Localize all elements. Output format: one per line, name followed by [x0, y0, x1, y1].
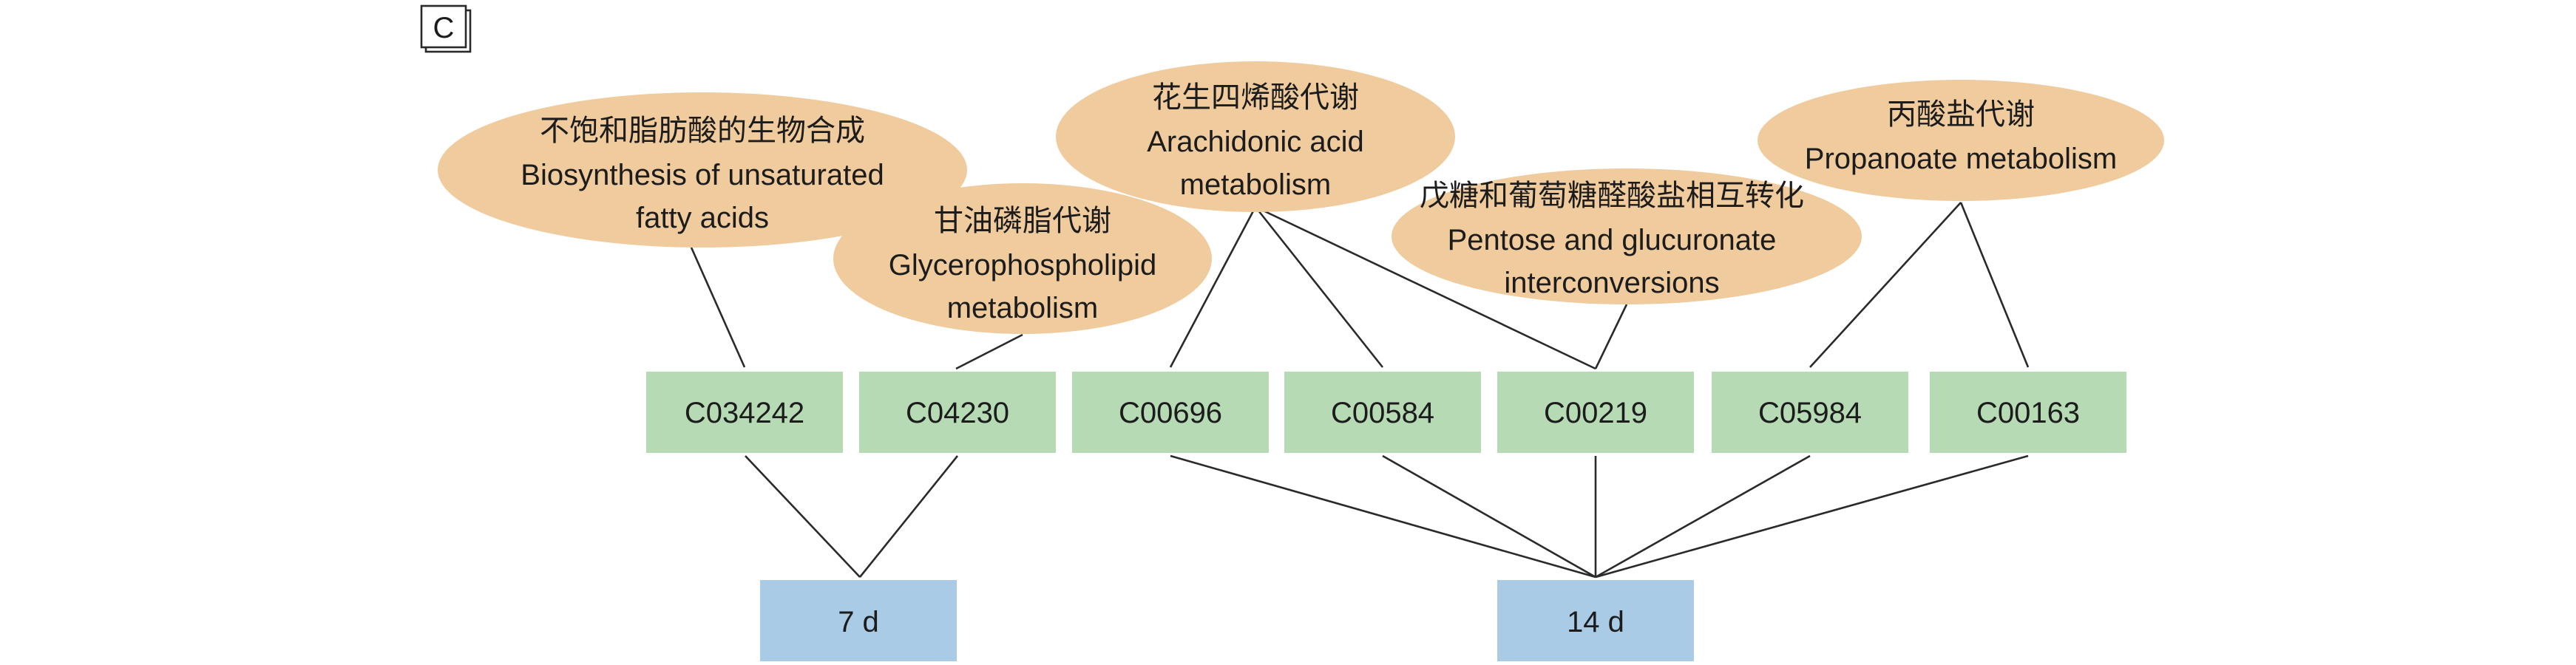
timepoint-box [1497, 580, 1694, 661]
pathway-en-line-2: metabolism [1180, 168, 1332, 201]
compound-c2: C04230 [859, 372, 1056, 453]
pathway-en-line-2: interconversions [1504, 267, 1719, 299]
pathway-zh-label: 花生四烯酸代谢 [1152, 81, 1359, 115]
compound-c7: C00163 [1930, 372, 2126, 453]
pathway-en-line-1: Arachidonic acid [1147, 126, 1364, 158]
timepoint-7d: 7 d [760, 580, 957, 661]
pathway-en-line-1: Biosynthesis of unsaturated [521, 159, 884, 191]
compound-c5: C00219 [1497, 372, 1694, 453]
timepoint-box [760, 580, 957, 661]
timepoint-label: 7 d [838, 606, 879, 638]
edge-c1-t1 [745, 455, 861, 578]
pathway-ellipse [438, 92, 967, 248]
compound-label: C00696 [1119, 397, 1222, 429]
pathway-compound-edges [690, 202, 2030, 370]
pathway-en-line-2: metabolism [947, 292, 1099, 324]
panel-label-text: C [433, 12, 455, 44]
compound-label: C00584 [1331, 397, 1434, 429]
compound-box [646, 372, 843, 453]
pathway-zh-label: 不饱和脂肪酸的生物合成 [540, 114, 865, 148]
pathway-ellipse [1392, 168, 1862, 304]
pathway-en-line-1: Pentose and glucuronate [1448, 224, 1777, 256]
compound-box [1712, 372, 1908, 453]
edge-c3-t2 [1170, 454, 1596, 579]
pathway-zh-label: 丙酸盐代谢 [1887, 98, 2035, 132]
edge-p3-c5 [1255, 205, 1596, 370]
panel-label: C [420, 4, 472, 53]
edge-p3-c3 [1169, 206, 1257, 368]
compound-label: C034242 [685, 397, 804, 429]
edge-p5-c7 [1959, 202, 2030, 368]
pathway-ellipse [1758, 80, 2164, 201]
timepoint-14d: 14 d [1497, 580, 1694, 661]
edge-c4-t2 [1382, 454, 1596, 579]
edge-c6-t2 [1595, 454, 1811, 579]
compound-label: C04230 [906, 397, 1009, 429]
pathway-zh-label: 戊糖和葡萄糖醛酸盐相互转化 [1420, 179, 1804, 213]
edge-c7-t2 [1595, 454, 2029, 579]
compound-label: C05984 [1758, 397, 1862, 429]
edge-c2-t1 [858, 455, 959, 578]
compound-label: C00163 [1976, 397, 2080, 429]
panel-label-frame [420, 4, 467, 49]
edge-p4-c5 [1594, 304, 1628, 369]
compound-box [1284, 372, 1481, 453]
pathway-p3: 花生四烯酸代谢 Arachidonic acid metabolism [1056, 61, 1455, 212]
compound-label: C00219 [1544, 397, 1647, 429]
compound-box [1930, 372, 2126, 453]
compound-box [1072, 372, 1269, 453]
edge-p2-c2 [955, 333, 1023, 370]
pathway-en-line-2: fatty acids [636, 202, 769, 234]
pathway-ellipse [833, 183, 1212, 334]
edge-p1-c1 [690, 247, 746, 368]
compound-c1: C034242 [646, 372, 843, 453]
edge-p3-c4 [1254, 206, 1384, 368]
pathway-zh-label: 甘油磷脂代谢 [934, 204, 1111, 238]
pathway-p1: 不饱和脂肪酸的生物合成 Biosynthesis of unsaturated … [438, 92, 967, 248]
compound-c3: C00696 [1072, 372, 1269, 453]
pathway-p5: 丙酸盐代谢 Propanoate metabolism [1758, 80, 2164, 201]
compound-c6: C05984 [1712, 372, 1908, 453]
pathway-en-line-1: Glycerophospholipid [889, 249, 1156, 282]
pathway-en-line-1: Propanoate metabolism [1805, 143, 2117, 175]
pathway-ellipse [1056, 61, 1455, 212]
compound-timepoint-edges [745, 454, 2029, 579]
timepoint-label: 14 d [1567, 606, 1624, 638]
compound-c4: C00584 [1284, 372, 1481, 453]
pathway-p4: 戊糖和葡萄糖醛酸盐相互转化 Pentose and glucuronate in… [1392, 168, 1862, 304]
compound-box [859, 372, 1056, 453]
compound-box [1497, 372, 1694, 453]
pathway-p2: 甘油磷脂代谢 Glycerophospholipid metabolism [833, 183, 1212, 334]
edge-p5-c6 [1809, 202, 1962, 368]
